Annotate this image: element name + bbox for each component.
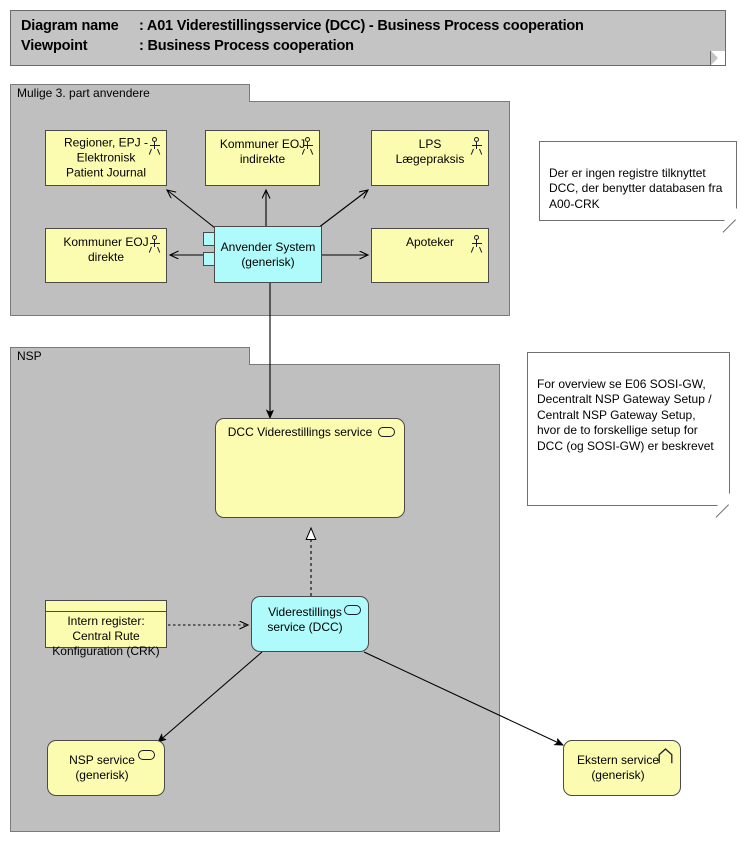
viewpoint-value: Business Process cooperation	[147, 38, 354, 54]
node-viderestillings-service-dcc-label: Viderestillings service (DCC)	[267, 605, 343, 634]
node-apoteker[interactable]: Apoteker	[371, 228, 489, 283]
note-fold-corner	[724, 208, 737, 221]
note-fold-line	[722, 219, 736, 233]
node-anvender-system[interactable]: Anvender System (generisk)	[214, 226, 322, 283]
node-ekstern-service[interactable]: Ekstern service (generisk)	[563, 740, 681, 796]
node-ekstern-service-label: Ekstern service (generisk)	[576, 753, 660, 782]
external-service-icon	[658, 748, 673, 764]
data-object-icon	[46, 601, 166, 612]
service-icon	[138, 750, 155, 760]
node-regioner-epj[interactable]: Regioner, EPJ - Elektronisk Patient Jour…	[45, 130, 167, 186]
note-sosi-text: For overview se E06 SOSI-GW, Decentralt …	[537, 376, 714, 453]
node-kommuner-eoj-direkte[interactable]: Kommuner EOJ direkte	[45, 228, 167, 283]
diagram-name-line: Diagram name: A01 Viderestillingsservice…	[21, 18, 584, 34]
actor-icon	[301, 137, 314, 155]
node-lps-laegepraksis-label: LPS Lægepraksis	[395, 137, 465, 166]
node-lps-laegepraksis[interactable]: LPS Lægepraksis	[371, 130, 489, 186]
actor-icon	[470, 137, 483, 155]
node-kommuner-eoj-indirekte-label: Kommuner EOJ indirekte	[219, 137, 306, 166]
node-dcc-viderestillings-service[interactable]: DCC Viderestillings service	[215, 418, 405, 518]
node-regioner-epj-label: Regioner, EPJ - Elektronisk Patient Jour…	[63, 135, 149, 180]
diagram-name-key: Diagram name	[21, 18, 119, 34]
service-icon	[344, 605, 361, 615]
note-fold-corner	[717, 493, 730, 506]
diagram-name-sep: :	[139, 18, 147, 34]
note-crk-text: Der er ingen registre tilknyttet DCC, de…	[549, 165, 723, 211]
diagram-header: Diagram name: A01 Viderestillingsservice…	[10, 10, 726, 66]
group-nsp-label: NSP	[10, 347, 250, 365]
node-kommuner-eoj-indirekte[interactable]: Kommuner EOJ indirekte	[205, 130, 320, 186]
node-kommuner-eoj-direkte-label: Kommuner EOJ direkte	[63, 235, 149, 264]
node-intern-register-crk[interactable]: Intern register: Central Rute Konfigurat…	[45, 600, 167, 658]
node-apoteker-label: Apoteker	[405, 235, 455, 249]
node-anvender-system-label: Anvender System (generisk)	[220, 239, 316, 269]
header-fold-corner	[710, 51, 725, 65]
actor-icon	[470, 235, 483, 253]
actor-icon	[148, 137, 161, 155]
node-dcc-viderestillings-service-label: DCC Viderestillings service	[227, 425, 373, 439]
node-intern-register-crk-label: Intern register: Central Rute Konfigurat…	[52, 614, 160, 658]
service-icon	[378, 427, 395, 437]
note-fold-line	[715, 504, 729, 518]
viewpoint-line: Viewpoint: Business Process cooperation	[21, 38, 354, 54]
actor-icon	[148, 235, 161, 253]
note-crk[interactable]: Der er ingen registre tilknyttet DCC, de…	[539, 141, 737, 233]
note-sosi[interactable]: For overview se E06 SOSI-GW, Decentralt …	[527, 352, 730, 518]
node-nsp-service[interactable]: NSP service (generisk)	[47, 740, 165, 796]
node-viderestillings-service-dcc[interactable]: Viderestillings service (DCC)	[251, 596, 369, 652]
viewpoint-key: Viewpoint	[21, 38, 88, 54]
node-nsp-service-label: NSP service (generisk)	[69, 753, 135, 782]
diagram-name-value: A01 Viderestillingsservice (DCC) - Busin…	[146, 18, 584, 34]
group-third-party-users-label: Mulige 3. part anvendere	[10, 84, 250, 102]
viewpoint-sep: :	[139, 38, 148, 54]
